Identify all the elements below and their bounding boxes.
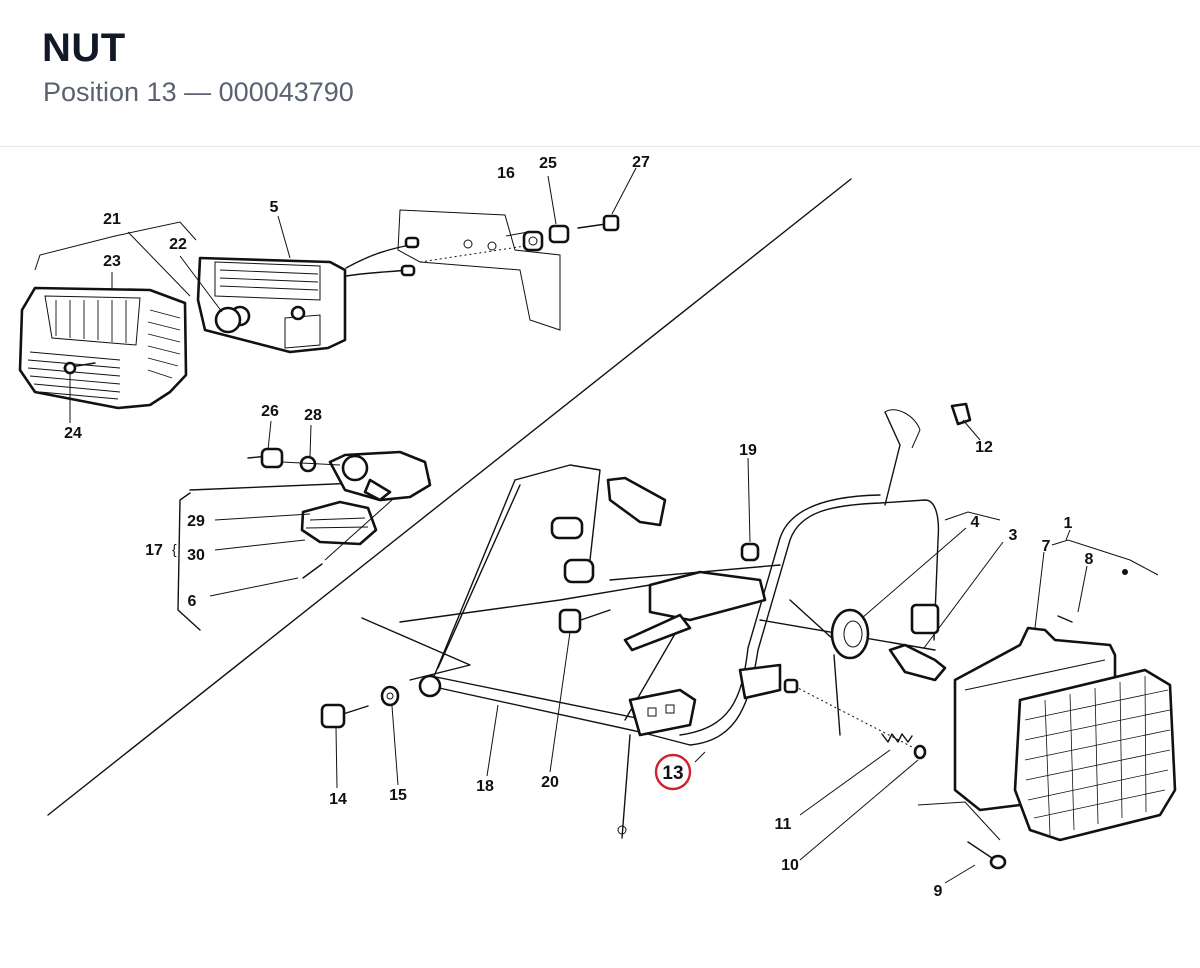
reference-dot [1122,569,1128,575]
callout-25: 25 [539,155,557,172]
callout-3: 3 [1009,527,1018,544]
callout-6: 6 [188,593,197,610]
part-number: 000043790 [218,77,354,107]
tail-light-assembly [18,209,620,410]
callout-23: 23 [103,253,121,270]
callout-13: 13 [662,763,683,784]
callout-7: 7 [1042,538,1051,555]
callout-27: 27 [632,154,650,171]
callout-14: 14 [329,791,347,808]
callout-11: 11 [775,816,792,833]
part-subtitle: Position 13 — 000043790 [43,77,354,108]
section-divider-line [47,178,852,816]
position-number: 13 [146,77,177,107]
callout-28: 28 [304,407,322,424]
callout-8: 8 [1085,551,1094,568]
callout-20: 20 [541,774,559,791]
callout-30: 30 [187,547,205,564]
callout-16: 16 [497,165,515,182]
callout-labels: 1 3 4 5 6 7 8 9 10 11 12 14 15 16 17 { 1… [64,154,1093,900]
callout-26: 26 [261,403,279,420]
callout-29: 29 [187,513,205,530]
callout-5: 5 [270,199,279,216]
position-label: Position [43,77,140,107]
diagram-canvas: 1 3 4 5 6 7 8 9 10 11 12 14 15 16 17 { 1… [18,154,1177,900]
callout-17-brace: { [172,541,177,557]
callout-17: 17 [145,542,163,559]
part-title: NUT [42,26,126,70]
callout-leaders [69,167,1088,884]
callout-24: 24 [64,425,82,442]
turn-signal-assembly [177,447,432,631]
callout-12: 12 [975,439,993,456]
callout-19: 19 [739,442,757,459]
callout-1: 1 [1064,515,1073,532]
callout-10: 10 [781,857,799,874]
exploded-parts-diagram: 1 3 4 5 6 7 8 9 10 11 12 14 15 16 17 { 1… [0,147,1200,963]
page-header: NUT Position 13 — 000043790 [0,0,1200,147]
callout-22: 22 [169,236,187,253]
frame-and-headlight-assembly [320,402,1177,870]
callout-21: 21 [103,211,121,228]
callout-9: 9 [934,883,943,900]
subtitle-separator: — [184,77,212,107]
highlight-ring [654,753,692,791]
highlighted-callout-13[interactable]: 13 [654,753,692,791]
callout-4: 4 [971,514,980,531]
callout-18: 18 [476,778,494,795]
callout-15: 15 [389,787,407,804]
